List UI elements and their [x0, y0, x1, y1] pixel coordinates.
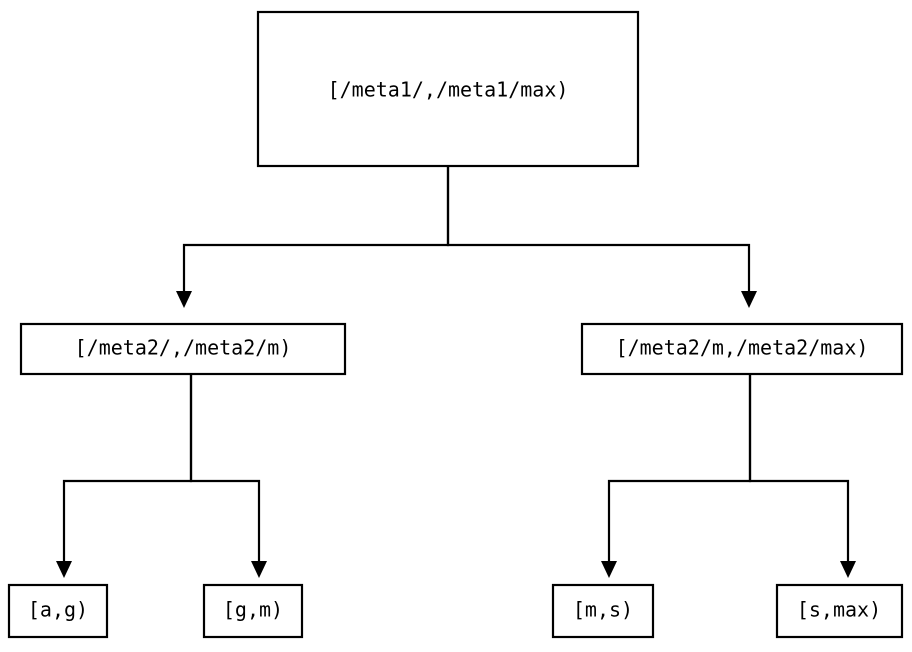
- node-label: [g,m): [223, 598, 283, 622]
- node-box[interactable]: [580, 322, 904, 376]
- node-label: [s,max): [797, 598, 881, 622]
- edge-arrow-icon: [251, 561, 267, 578]
- node-box[interactable]: [256, 10, 640, 168]
- tree-node-mid-right[interactable]: [/meta2/m,/meta2/max): [580, 322, 904, 376]
- edge-arrow-icon: [840, 561, 856, 578]
- node-box[interactable]: [775, 583, 904, 639]
- edge-stem: [182, 166, 450, 291]
- tree-node-leaf-smax[interactable]: [s,max): [775, 583, 904, 639]
- edges-layer: [56, 166, 856, 578]
- node-label: [/meta1/,/meta1/max): [328, 78, 569, 102]
- node-box[interactable]: [19, 322, 347, 376]
- edge-arrow-icon: [741, 291, 757, 308]
- tree-edge: [189, 374, 267, 578]
- nodes-layer: [/meta1/,/meta1/max) [/meta2/,/meta2/m) [/…: [7, 10, 904, 639]
- tree-edge: [176, 166, 450, 308]
- tree-edge: [748, 374, 856, 578]
- tree-node-leaf-ms[interactable]: [m,s): [551, 583, 655, 639]
- edge-stem: [446, 166, 751, 291]
- node-label: [m,s): [573, 598, 633, 622]
- node-label: [/meta2/m,/meta2/max): [616, 336, 869, 360]
- tree-node-leaf-gm[interactable]: [g,m): [202, 583, 304, 639]
- tree-edge: [56, 374, 193, 578]
- tree-edge: [601, 374, 752, 578]
- node-box[interactable]: [551, 583, 655, 639]
- node-label: [a,g): [28, 598, 88, 622]
- edge-arrow-icon: [176, 291, 192, 308]
- edge-stem: [607, 374, 752, 561]
- tree-node-mid-left[interactable]: [/meta2/,/meta2/m): [19, 322, 347, 376]
- node-label: [/meta2/,/meta2/m): [75, 336, 292, 360]
- edge-stem: [62, 374, 193, 561]
- tree-node-leaf-ag[interactable]: [a,g): [7, 583, 109, 639]
- node-box[interactable]: [202, 583, 304, 639]
- node-box[interactable]: [7, 583, 109, 639]
- edge-stem: [748, 374, 850, 561]
- edge-stem: [189, 374, 261, 561]
- edge-arrow-icon: [601, 561, 617, 578]
- edge-arrow-icon: [56, 561, 72, 578]
- tree-edge: [446, 166, 757, 308]
- tree-node-root[interactable]: [/meta1/,/meta1/max): [256, 10, 640, 168]
